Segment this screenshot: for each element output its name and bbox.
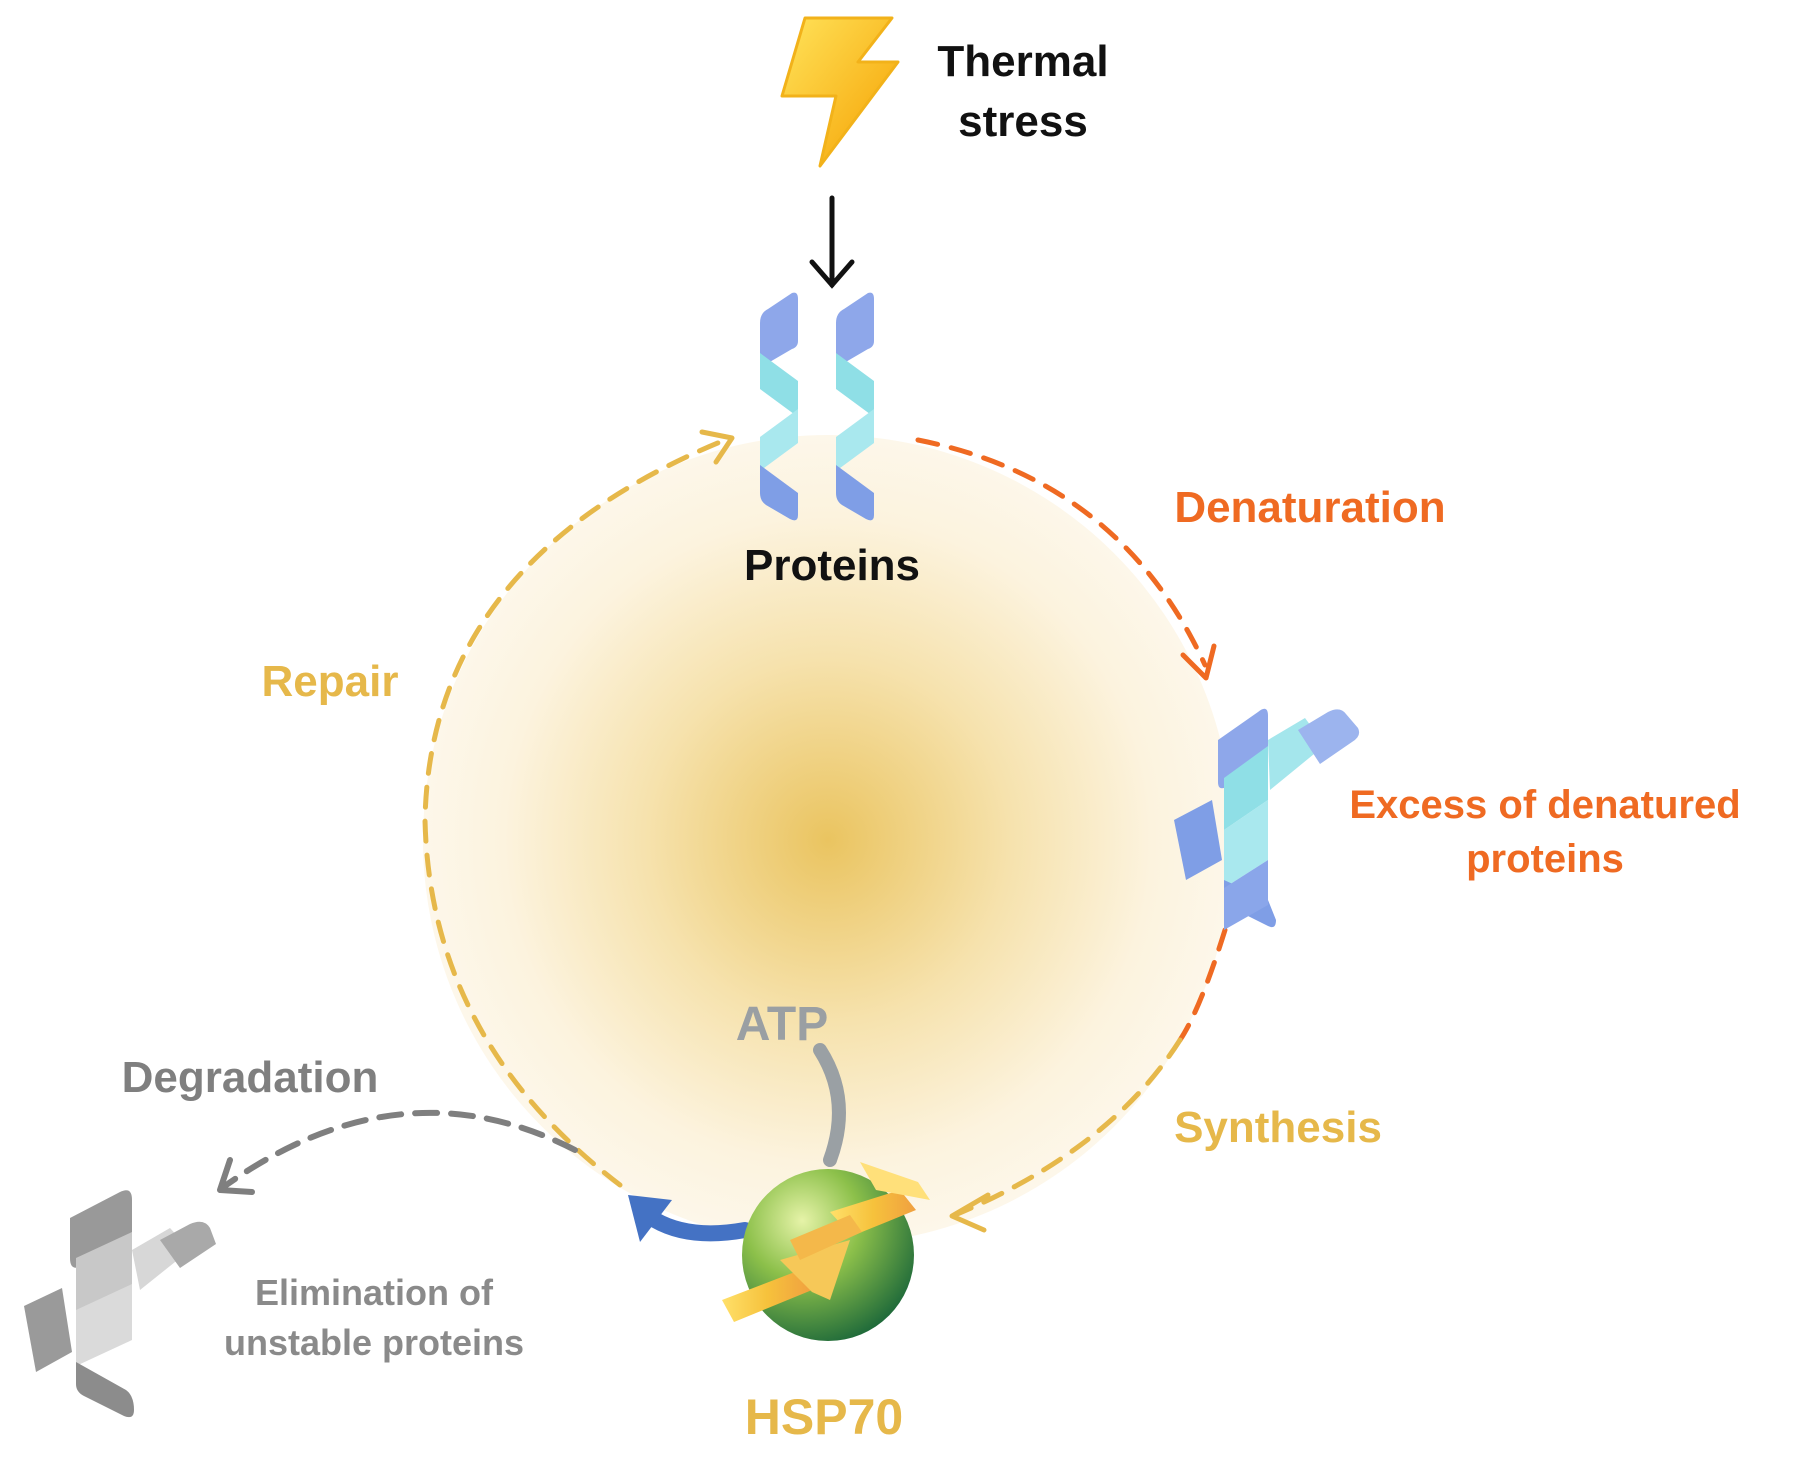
degradation-arrowhead — [217, 1157, 255, 1195]
elimination-label-line1: Elimination of — [255, 1272, 494, 1313]
synthesis-arrowhead — [949, 1192, 991, 1233]
cell-background — [423, 435, 1233, 1245]
synthesis-arrow — [952, 1037, 1183, 1218]
repair-arrowhead — [699, 429, 735, 465]
synthesis-label: Synthesis — [1174, 1103, 1382, 1152]
denatured-protein-icon — [1174, 708, 1360, 930]
hsp70-label: HSP70 — [745, 1389, 903, 1445]
repair-label: Repair — [262, 657, 399, 706]
thermal-stress-label-line1: Thermal — [937, 37, 1108, 86]
denaturation-arrowhead — [1180, 643, 1217, 681]
degradation-label: Degradation — [122, 1053, 379, 1102]
elimination-label-line2: unstable proteins — [224, 1322, 524, 1363]
atp-arrow — [813, 1043, 846, 1167]
proteins-label: Proteins — [744, 541, 920, 590]
degradation-arrow — [219, 1109, 578, 1191]
thermal-stress-label-line2: stress — [958, 97, 1088, 146]
excess-label-line1: Excess of denatured — [1349, 783, 1740, 827]
release-arrow — [628, 1195, 753, 1242]
protein-helix-icon — [760, 292, 874, 521]
denaturation-arrow — [915, 437, 1228, 1043]
repair-arrow — [422, 437, 728, 1188]
atp-label: ATP — [736, 998, 828, 1051]
unstable-protein-icon — [24, 1190, 216, 1418]
denaturation-label: Denaturation — [1174, 483, 1445, 532]
excess-label-line2: proteins — [1466, 837, 1624, 881]
hsp70-chaperone-icon — [722, 1162, 930, 1341]
lightning-icon — [780, 16, 900, 168]
stress-arrow — [809, 195, 855, 289]
